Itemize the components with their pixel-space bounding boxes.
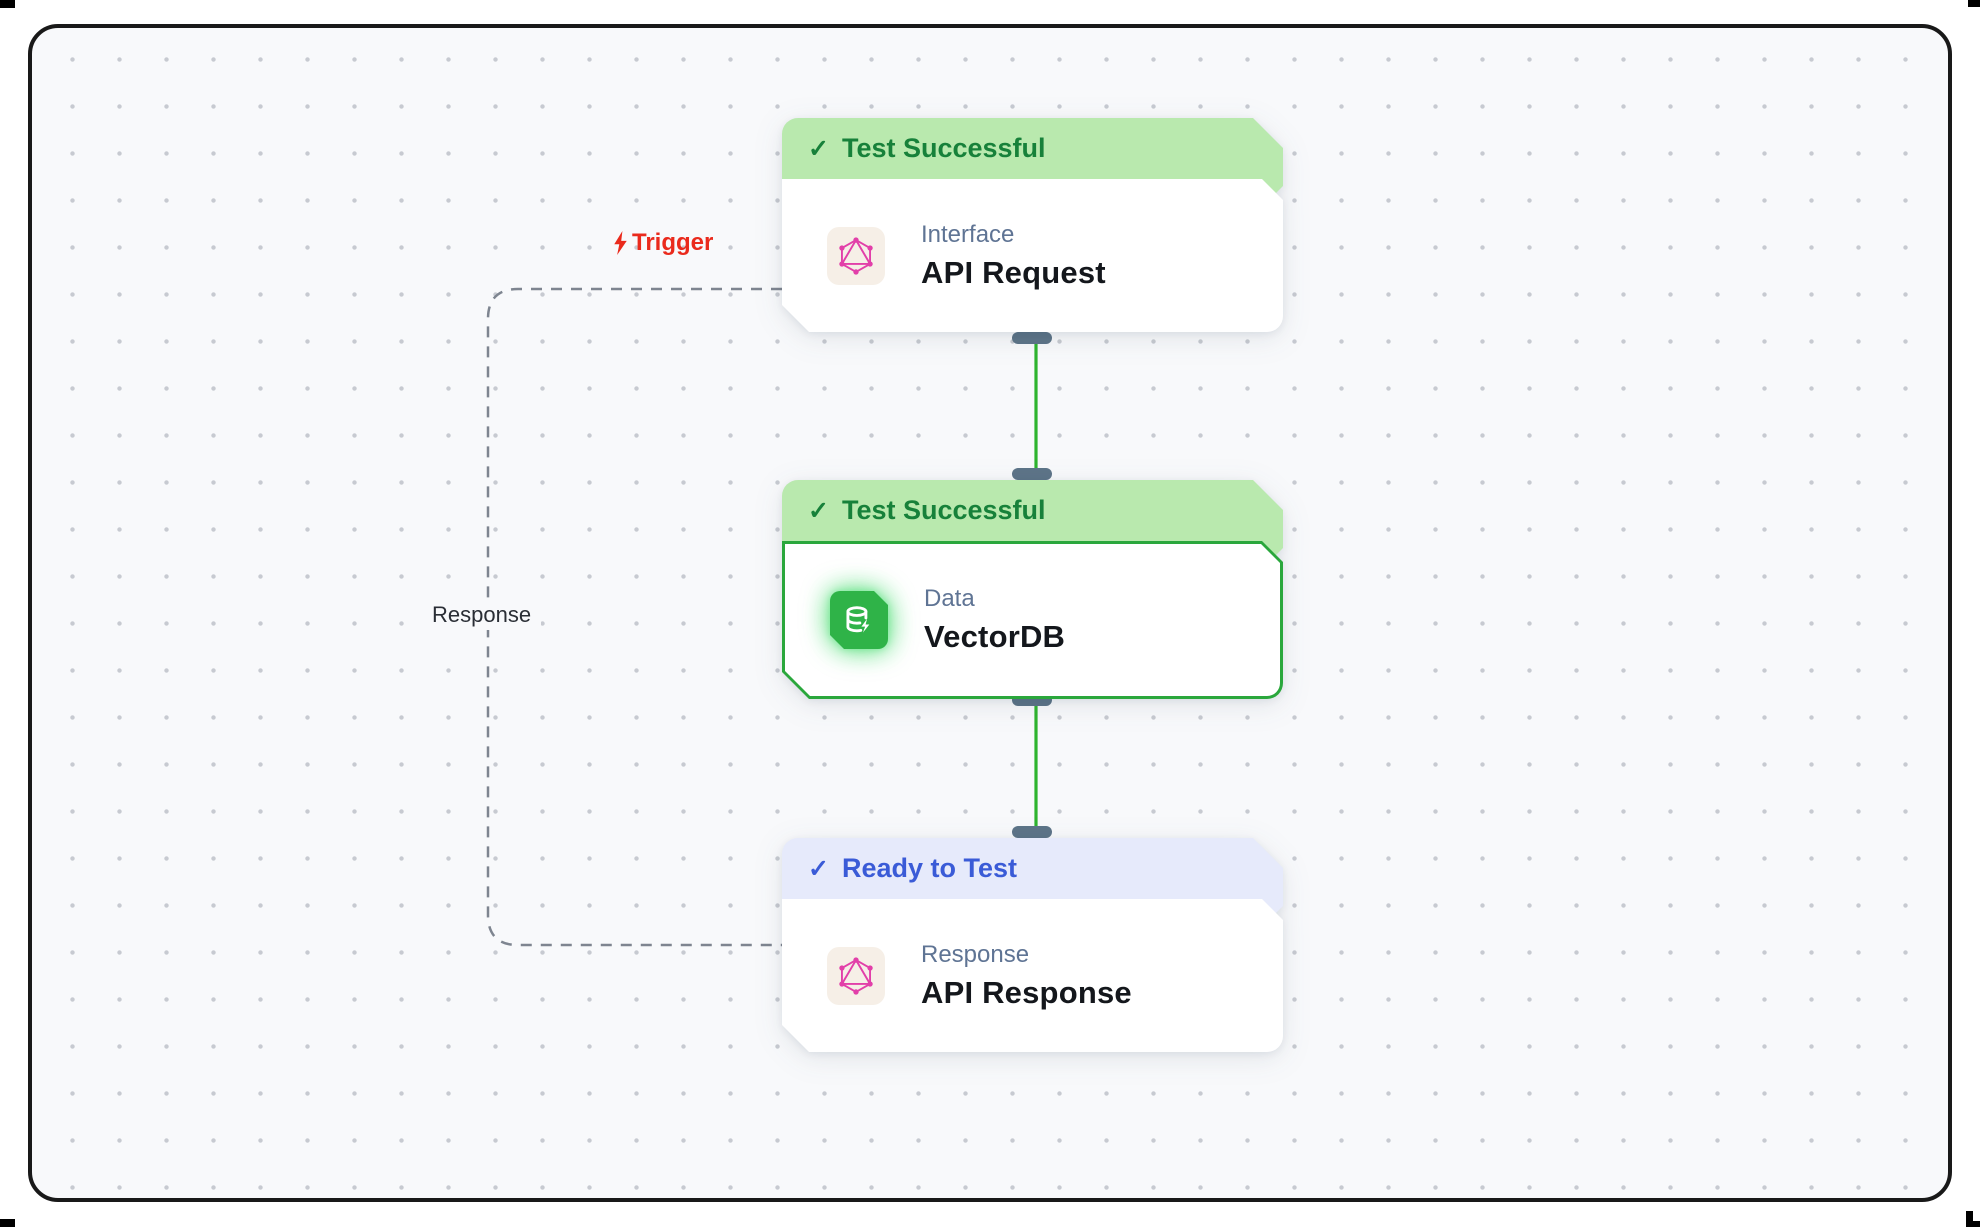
database-lightning-icon	[830, 591, 888, 649]
node-api-request[interactable]: ✓ Test Successful Interface API Request	[782, 118, 1283, 332]
node-title: API Response	[921, 974, 1132, 1010]
node-api-response[interactable]: ✓ Ready to Test Response API Response	[782, 838, 1283, 1052]
graphql-icon	[827, 227, 885, 285]
node-category: Interface	[921, 220, 1015, 248]
screen-artifact-top-left	[0, 0, 15, 8]
trigger-edge-label-text: Trigger	[632, 229, 714, 256]
trigger-edge-label: Trigger	[612, 229, 713, 257]
lightning-bolt-icon	[612, 231, 629, 255]
check-icon: ✓	[808, 496, 829, 525]
node-category: Response	[921, 940, 1030, 968]
node-body[interactable]: Data VectorDB	[785, 544, 1280, 696]
node-body[interactable]: Interface API Request	[782, 179, 1283, 332]
check-icon: ✓	[808, 854, 829, 883]
output-handle-api-request[interactable]	[1012, 332, 1052, 344]
node-title: VectorDB	[924, 619, 1066, 654]
screen-artifact-bottom-right	[1966, 1211, 1973, 1227]
node-status-text: Test Successful	[841, 495, 1046, 525]
screen-artifact-bottom-left	[0, 1219, 15, 1227]
input-handle-api-response[interactable]	[1012, 826, 1052, 838]
node-status-text: Ready to Test	[841, 853, 1017, 883]
screen-artifact-bottom-right	[1966, 1221, 1980, 1227]
input-handle-vectordb[interactable]	[1012, 468, 1052, 480]
graphql-icon	[827, 947, 885, 1005]
node-vectordb[interactable]: ✓ Test Successful Data VectorDB	[782, 480, 1283, 699]
node-status-text: Test Successful	[841, 133, 1046, 163]
node-body[interactable]: Response API Response	[782, 899, 1283, 1052]
icon-glow	[830, 591, 888, 649]
node-title: API Request	[921, 254, 1106, 290]
response-edge-label: Response	[422, 600, 542, 630]
node-selection-border: Data VectorDB	[782, 541, 1283, 699]
screen-artifact-top-right	[1968, 0, 1980, 7]
check-icon: ✓	[808, 134, 829, 163]
node-category: Data	[924, 585, 975, 612]
